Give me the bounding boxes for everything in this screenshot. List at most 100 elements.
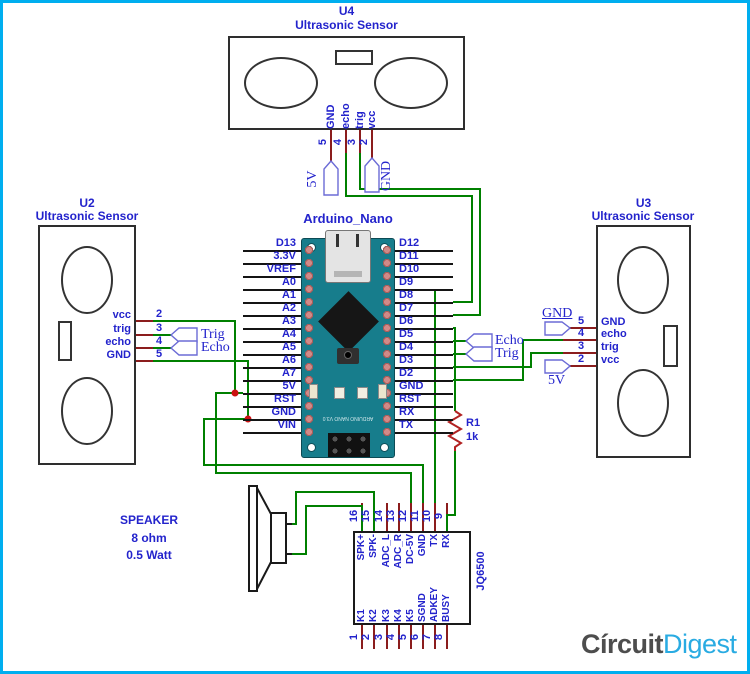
u2-type: Ultrasonic Sensor [35,209,139,223]
arduino-pin-label: D5 [399,328,414,340]
u2-pin-label: echo [105,336,131,348]
jq-pin-number: 7 [421,633,433,641]
arduino-pin-label: D8 [399,289,414,301]
brand-logo: CírcuitDigest [581,625,747,663]
u4-pin-label: vcc [366,110,378,129]
u2-pin-number: 3 [155,322,163,334]
u4-pin-number: 2 [358,138,370,146]
u4-transducer-left [244,57,318,109]
board-silk-text: ARDUINO NANO V3.0 [322,415,374,421]
u4-type: Ultrasonic Sensor [295,18,398,32]
u3-type: Ultrasonic Sensor [591,209,695,223]
wiring-layer [134,128,596,649]
u4-crystal [335,50,373,65]
u2-pin-label: vcc [112,309,131,321]
arduino-pin-label: GND [399,380,424,392]
arduino-pin-label: A6 [281,354,296,366]
arduino-pin-label: D10 [399,263,420,275]
u4-5v-tag-label: 5V [305,170,320,188]
tag-u3-5v [544,359,572,374]
tag-u2-trig [169,327,198,343]
arduino-pin-label: RST [399,393,421,405]
wire-d6-r1-jq-rx [446,327,456,531]
arduino-pin-label: TX [399,419,414,431]
wire-u4-echo-d8 [345,153,473,303]
u2-pin-number: 2 [155,308,163,320]
pin-line [243,432,301,434]
arduino-pin-label: A3 [281,315,296,327]
u2-pin-number: 4 [155,335,163,347]
mid-trig-tag-label: Trig [495,346,519,361]
pin-line [243,328,301,330]
tag-mid-echo [464,333,493,349]
jq-pin-number: 13 [385,509,397,523]
pin-line [395,380,453,382]
jq-pin-number: 15 [360,509,372,523]
u3-transducer-bottom [617,369,669,437]
jq-pin-label: K2 [368,609,379,622]
pin-line [395,315,453,317]
arduino-pin-label: A7 [281,367,296,379]
arduino-pin-label: A1 [281,289,296,301]
jq-pin-number: 5 [397,633,409,641]
jq-pin-number: 4 [385,633,397,641]
pin-line [395,289,453,291]
resistor-symbol [447,410,463,451]
u3-pin-label: vcc [601,354,620,366]
pin-line [243,250,301,252]
wire-d3-u3-trig [453,352,563,368]
speaker-symbol [248,485,292,592]
led [334,387,345,399]
pin-line [395,367,453,369]
arduino-pin-label: A5 [281,341,296,353]
u3-ref: U3 [635,196,652,210]
speaker-impedance: 8 ohm [131,531,167,545]
pin-line [243,263,301,265]
u2-ref: U2 [79,196,95,210]
speaker-name: SPEAKER [119,513,178,527]
u4-ref: U4 [338,4,355,18]
jq-pin-number: 9 [433,512,445,520]
pin-line [395,419,453,421]
jq6500-ref: JQ6500 [475,551,487,591]
wire-speaker-minus [292,491,375,531]
pin-line [243,354,301,356]
jq-pin-number: 6 [409,633,421,641]
u4-transducer-right [374,57,448,109]
pin-line [243,276,301,278]
pin-line [395,276,453,278]
resistor-value: 1k [466,431,479,443]
arduino-pin-label: D9 [399,276,414,288]
reset-button-cap [344,351,352,359]
tag-mid-trig [464,346,493,362]
u3-pin-label: echo [601,328,627,340]
u2-transducer-top [61,246,113,314]
pin-line [243,289,301,291]
mid-echo-tag-label: Echo [495,333,524,348]
jq-pin-number: 1 [348,633,360,641]
pin-line [395,250,453,252]
arduino-pin-label: D2 [399,367,414,379]
u2-crystal [58,321,72,361]
pin-line [395,393,453,395]
jq-pin-number: 14 [373,509,385,523]
jq-pin-label: SGND [417,593,428,622]
pin-pads-right [381,244,393,440]
jq-pin-number: 8 [433,633,445,641]
jq-pin-label: BUSY [441,594,452,622]
arduino-pin-label: RX [399,406,415,418]
u2-pin-label: trig [113,323,131,335]
u3-pin-number: 4 [577,327,585,339]
jq6500-body [353,531,471,625]
jq-pin-label: K1 [356,609,367,622]
arduino-pin-label: D6 [399,315,414,327]
usb-detail [334,271,362,277]
u4-pin-number: 3 [346,138,358,146]
pin-line [243,315,301,317]
tag-u4-gnd [364,156,380,193]
u2-pin-label: GND [106,349,131,361]
u3-transducer-top [617,246,669,314]
arduino-pin-label: D13 [275,237,296,249]
jq-pin-number: 3 [373,633,385,641]
